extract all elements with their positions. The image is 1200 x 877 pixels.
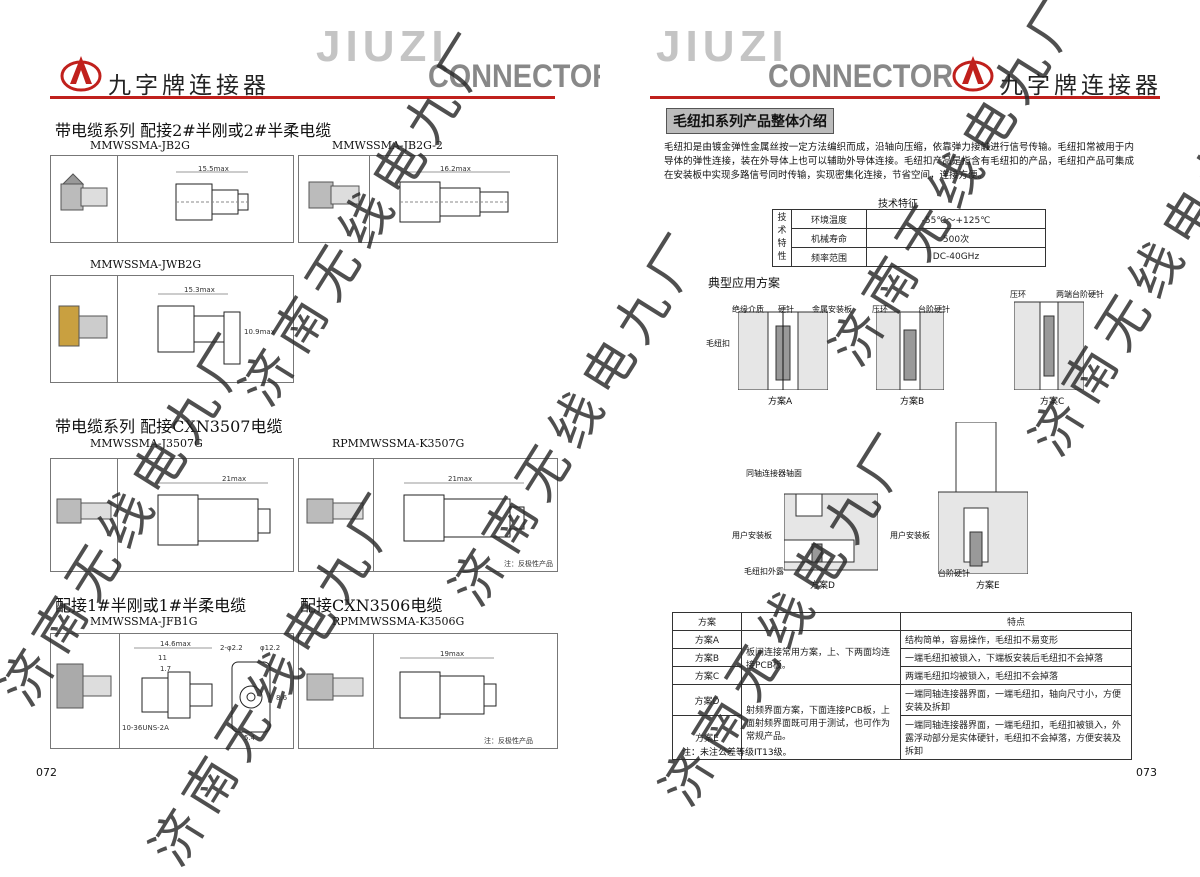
model-label: MMWSSMA-JWB2G (90, 258, 202, 271)
brand-connector: CONNECTOR (428, 58, 600, 94)
brand-jiuzi: JIUZI (316, 22, 449, 71)
brand-connector: CONNECTOR (768, 58, 954, 94)
diagram-e (938, 422, 1028, 574)
product-drawing: 19max 注：反极性产品 (374, 634, 557, 748)
product-drawing: 21max 注：反极性产品 (374, 459, 557, 571)
spec-rowhead: 技术特性 (772, 209, 792, 267)
jiuzi-logo-icon (60, 56, 102, 92)
connector-photo-icon (308, 181, 360, 209)
section-title-cable-2: 带电缆系列 配接2#半刚或2#半柔电缆 (55, 121, 332, 140)
diagram-b (876, 311, 944, 390)
product-drawing: 21max (118, 459, 293, 571)
diagram-a (738, 311, 828, 390)
brand-name-cn: 九字牌连接器 (108, 73, 270, 99)
product-card: 15.5max (50, 155, 294, 243)
apps-title: 典型应用方案 (708, 276, 781, 290)
connector-photo-icon (56, 663, 112, 709)
product-photo (299, 634, 374, 748)
product-photo (51, 634, 120, 748)
features-table: 方案 特点 方案A 板间连接常用方案，上、下两面均连接PCB板。 结构简单，容易… (672, 612, 1132, 760)
catalog-page-left: 九字牌连接器 JIUZI CONNECTOR 带电缆系列 配接2#半刚或2#半柔… (0, 0, 600, 820)
footnote: 注：未注公差等级IT13级。 (682, 748, 792, 758)
model-label: MMWSSMA-JFB1G (90, 615, 198, 628)
product-card: 16.2max (298, 155, 558, 243)
section-title-cxn3506: 配接CXN3506电缆 (300, 596, 443, 615)
product-photo (51, 156, 118, 242)
jiuzi-logo-icon (952, 56, 994, 92)
table-row-label: 方案A (672, 630, 742, 649)
product-drawing: 14.6max 11 1.7 10-36UNS-2A 2-φ2.2 φ12.2 … (122, 640, 288, 742)
product-photo (299, 459, 374, 571)
diagram-d (784, 493, 878, 571)
intro-paragraph: 毛纽扣是由镀金弹性金属丝按一定方法编织而成，沿轴向压缩，依靠弹力接触进行信号传输… (664, 142, 1134, 181)
page-number: 072 (36, 766, 57, 779)
connector-photo-icon (56, 498, 112, 524)
section-title-cxn3507: 带电缆系列 配接CXN3507电缆 (55, 417, 283, 436)
connector-photo-icon (60, 173, 108, 211)
page-number: 073 (1136, 766, 1157, 779)
connector-photo-icon (58, 305, 108, 347)
product-card: 19max 注：反极性产品 (298, 633, 558, 749)
product-card: 21max 注：反极性产品 (298, 458, 558, 572)
product-drawing: 16.2max (370, 156, 557, 242)
connector-photo-icon (306, 673, 364, 701)
merged-cell: 射频界面方案，下面连接PCB板，上面射频界面既可用于测试，也可作为常规产品。 (741, 684, 901, 760)
product-photo (299, 156, 370, 242)
product-photo (51, 276, 118, 382)
model-label: MMWSSMA-JB2G (90, 139, 190, 152)
header-rule (50, 96, 555, 99)
model-label: RPMMWSSMA-K3507G (332, 437, 465, 450)
section-title-1-cable: 配接1#半刚或1#半柔电缆 (55, 596, 247, 615)
spec-table: 技术特性 环境温度 -55℃～+125℃ 机械寿命 500次 频率范围 DC-4… (772, 209, 1046, 267)
brand-name-cn: 九字牌连接器 (1000, 73, 1162, 99)
product-card: 21max (50, 458, 294, 572)
product-drawing: 15.3max 10.9max (118, 276, 293, 382)
model-label: RPMMWSSMA-K3506G (332, 615, 465, 628)
model-label: MMWSSMA-J3507G (90, 437, 203, 450)
header-rule (650, 96, 1160, 99)
product-photo (51, 459, 118, 571)
model-label: MMWSSMA-JB2G-2 (332, 139, 443, 152)
product-card: 15.3max 10.9max (50, 275, 294, 383)
tech-title: 技术特征 (878, 199, 918, 210)
product-drawing: 15.5max (118, 156, 293, 242)
merged-cell: 板间连接常用方案，上、下两面均连接PCB板。 (741, 630, 901, 685)
catalog-page-right: JIUZI CONNECTOR 九字牌连接器 毛纽扣系列产品整体介绍 毛纽扣是由… (600, 0, 1200, 820)
brand-jiuzi: JIUZI (656, 22, 789, 71)
intro-title: 毛纽扣系列产品整体介绍 (666, 108, 834, 134)
connector-photo-icon (306, 498, 364, 524)
diagram-c (1014, 301, 1084, 390)
product-card: 14.6max 11 1.7 10-36UNS-2A 2-φ2.2 φ12.2 … (50, 633, 294, 749)
